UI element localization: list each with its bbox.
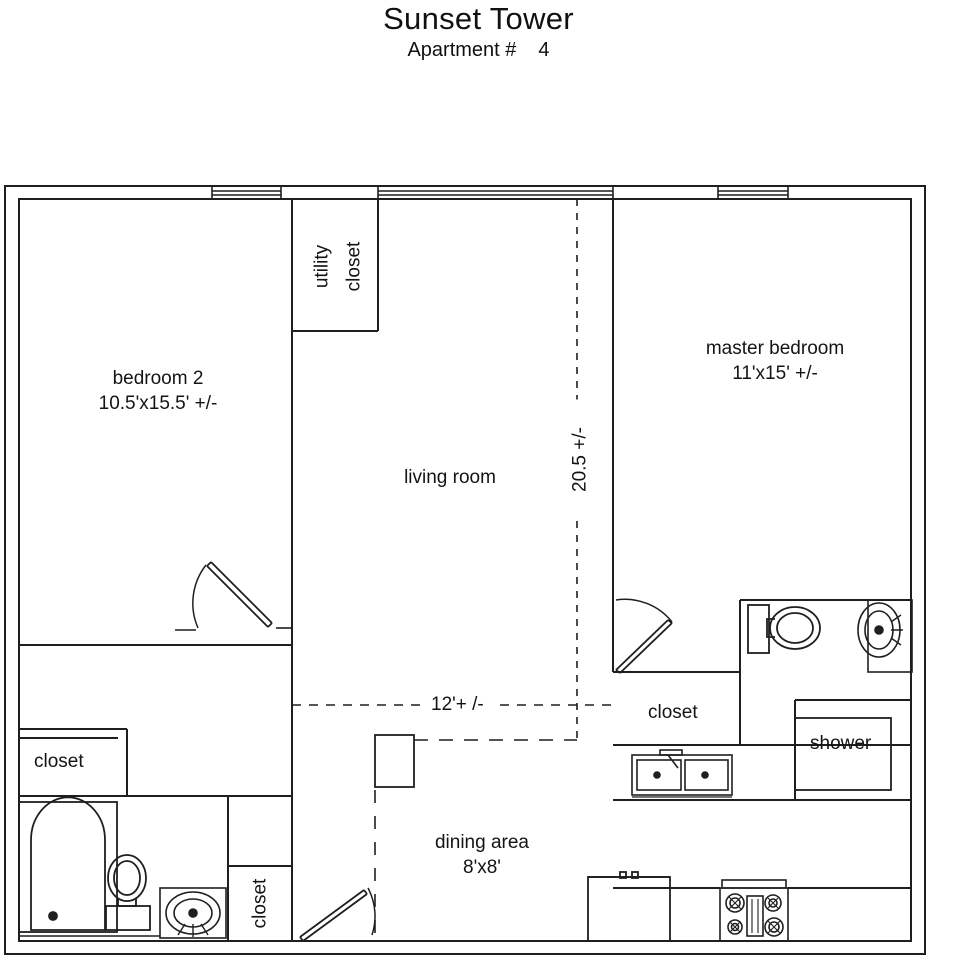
room-label-utility-closet: utility closet: [292, 205, 378, 329]
sink-hall-bath: [159, 887, 227, 939]
window-living-room: [377, 186, 614, 199]
stove: [719, 879, 789, 942]
window-bedroom-2: [211, 186, 282, 199]
kitchen-sink: [631, 749, 733, 798]
outer-wall-outline: [4, 185, 926, 955]
dimension-label-vertical: 20.5 +/-: [520, 399, 640, 520]
utility-closet-line1: utility: [311, 244, 333, 289]
utility-closet-line2: closet: [343, 241, 365, 292]
dimension-vertical-text: 20.5 +/-: [568, 399, 592, 520]
sink-master-bath: [857, 599, 913, 673]
toilet-hall-bath: [105, 854, 151, 931]
bathtub: [18, 796, 160, 937]
inner-wall-outline: [18, 198, 912, 942]
door-master-bedroom: [615, 598, 673, 674]
utility-closet-walls: [292, 199, 379, 332]
walls-hall-bath: [19, 728, 292, 941]
window-master-bedroom: [717, 186, 789, 199]
refrigerator: [587, 871, 671, 942]
dining-square: [374, 734, 415, 788]
door-bedroom-2: [175, 561, 292, 631]
toilet-master-bath: [747, 604, 821, 654]
room-label-closet-hall: closet: [228, 866, 292, 941]
door-entry: [299, 887, 376, 942]
shower-enclosure: [794, 717, 892, 791]
